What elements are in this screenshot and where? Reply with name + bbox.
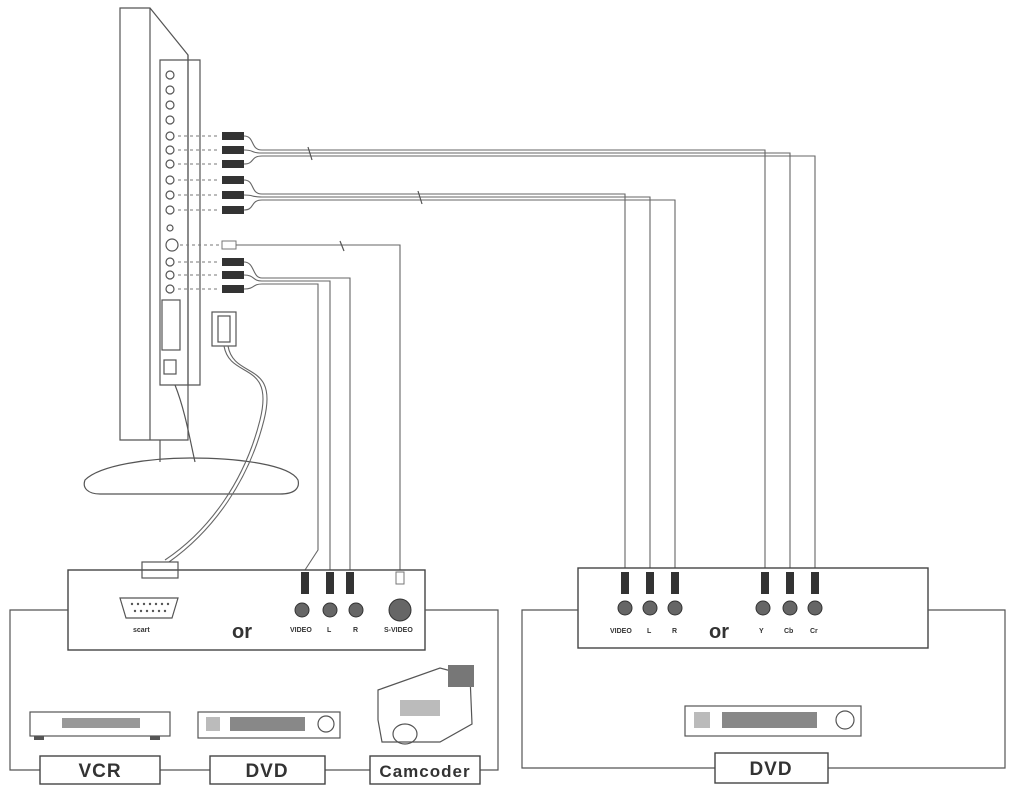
left-jack-l: L: [327, 627, 332, 634]
cables: [164, 135, 816, 571]
left-jack-r: R: [353, 627, 358, 634]
dvd-right-label: DVD: [749, 759, 792, 780]
camcorder-device-icon: [377, 665, 474, 745]
vcr-label-box: [39, 755, 161, 785]
dvd-left-label-box: [209, 755, 326, 785]
tv-monitor: [83, 7, 300, 495]
tv-jack-column: [161, 70, 181, 375]
camcoder-label-box: [369, 755, 481, 785]
right-jack-cr: Cr: [810, 628, 818, 635]
vcr-device-icon: [29, 711, 171, 740]
or-label-left: or: [232, 621, 252, 643]
vcr-label: VCR: [78, 761, 121, 782]
scart-label: scart: [133, 627, 150, 634]
right-jack-video: VIDEO: [610, 628, 632, 635]
dvd-device-icon-left: [197, 711, 341, 739]
or-label-right: or: [709, 621, 729, 643]
right-jack-y: Y: [759, 628, 764, 635]
dvd-device-icon-right: [684, 705, 862, 737]
right-input-panel: VIDEO L R or Y Cb Cr: [577, 567, 929, 649]
dvd-right-label-box: [714, 752, 829, 784]
right-jack-l: L: [647, 628, 652, 635]
left-jack-video: VIDEO: [290, 627, 312, 634]
left-input-panel: scart or VIDEO L R S-VIDEO: [67, 561, 426, 651]
dvd-left-label: DVD: [245, 761, 288, 782]
right-jack-r: R: [672, 628, 677, 635]
left-jack-svideo: S-VIDEO: [384, 627, 413, 634]
right-jack-cb: Cb: [784, 628, 793, 635]
camcoder-label: Camcoder: [379, 762, 470, 781]
